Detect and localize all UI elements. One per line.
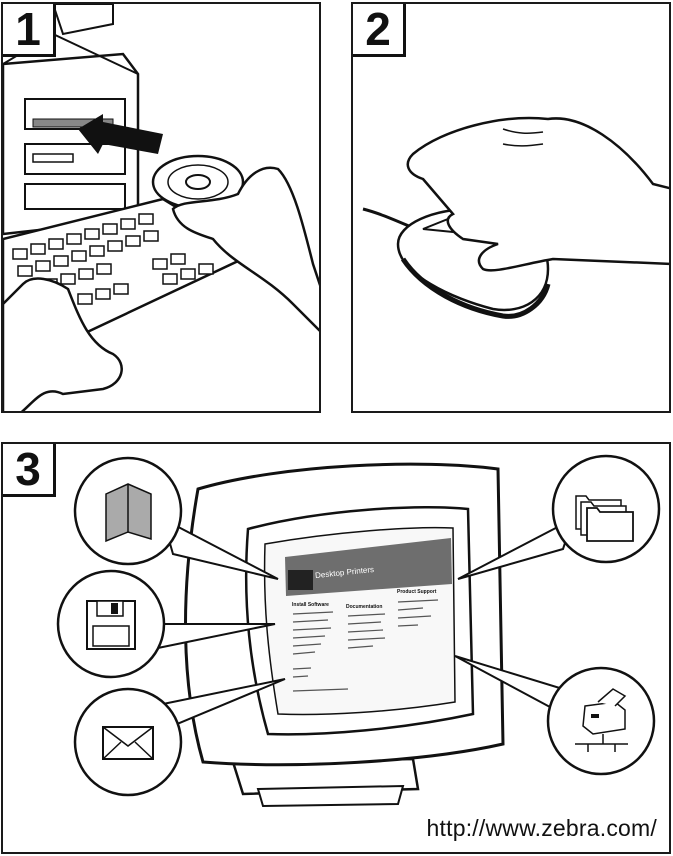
envelope-icon — [102, 726, 154, 760]
step-3-panel: 3 — [1, 442, 671, 854]
screen-col1-heading: Install Software — [292, 602, 329, 608]
step-3-number: 3 — [3, 444, 56, 497]
printer-network-icon — [575, 688, 628, 752]
step-1-panel: 1 — [1, 2, 321, 413]
monitor-resources-illustration — [56, 454, 661, 808]
screen-col2-heading: Documentation — [346, 604, 383, 610]
folders-icon — [575, 495, 634, 542]
zebra-url: http://www.zebra.com/ — [426, 815, 657, 841]
insert-cd-illustration — [3, 4, 319, 411]
screen-col3-heading: Product Support — [397, 589, 437, 595]
click-mouse-illustration — [362, 116, 669, 319]
step-1-number: 1 — [3, 4, 56, 57]
floppy-disk-icon — [86, 600, 136, 650]
manual-book-icon — [105, 483, 152, 543]
step-2-number: 2 — [353, 4, 406, 57]
step-2-panel: 2 — [351, 2, 671, 413]
